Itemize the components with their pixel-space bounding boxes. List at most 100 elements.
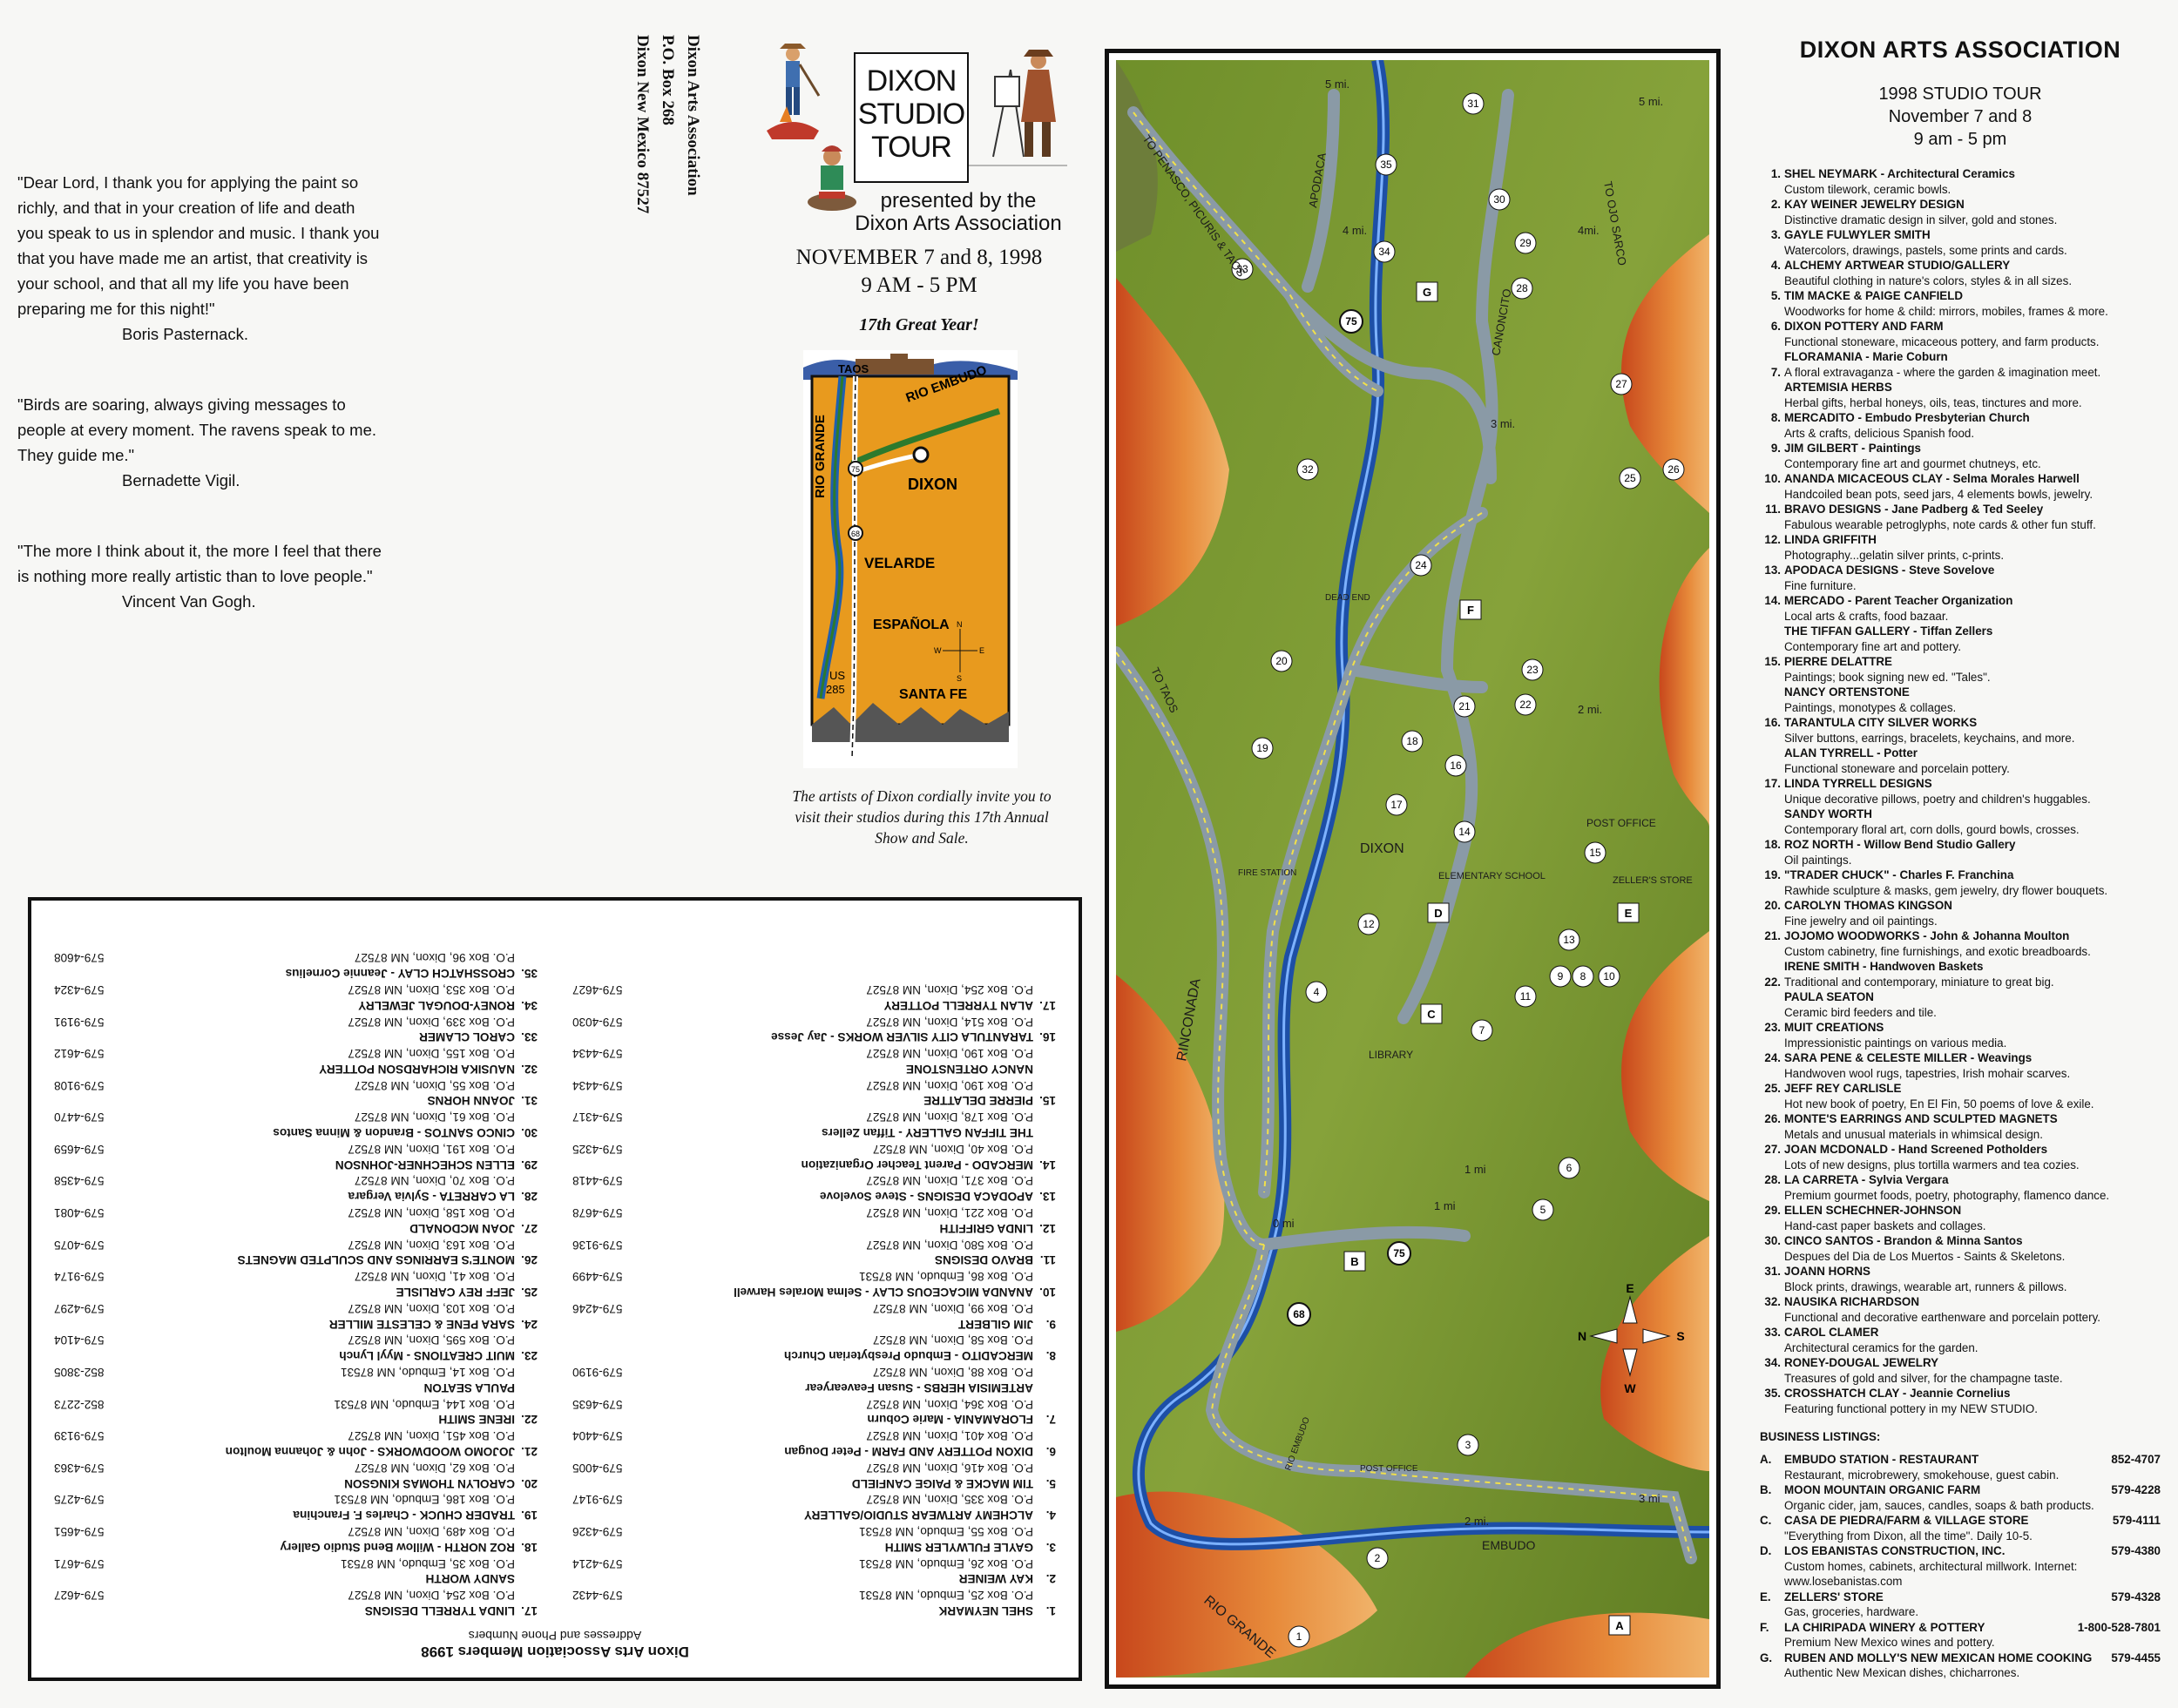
business-item: D.LOS EBANISTAS CONSTRUCTION, INC.579-43… bbox=[1760, 1543, 2161, 1590]
artist-description: Fine jewelry and oil paintings. bbox=[1784, 914, 1938, 928]
artist-description: Block prints, drawings, wearable art, ru… bbox=[1784, 1279, 2067, 1293]
business-name: RUBEN AND MOLLY'S NEW MEXICAN HOME COOKI… bbox=[1784, 1651, 2093, 1664]
artist-name: APODACA DESIGNS - Steve Sovelove bbox=[1784, 564, 1995, 577]
map-label: 2 mi. bbox=[1578, 703, 1602, 716]
member-phone: 579-4358 bbox=[54, 1174, 105, 1188]
member-phone: 579-4418 bbox=[572, 1174, 623, 1188]
map-label: POST OFFICE bbox=[1586, 817, 1656, 829]
svg-text:A: A bbox=[1615, 1619, 1624, 1632]
member-name: NANCY ORTENSTONE bbox=[905, 1062, 1033, 1076]
artist-name: NAUSIKA RICHARDSON bbox=[1784, 1295, 1919, 1308]
map-label: LIBRARY bbox=[1369, 1049, 1413, 1061]
business-letter: E. bbox=[1760, 1590, 1771, 1603]
member-phone: 579-9108 bbox=[54, 1078, 105, 1092]
member-phone: 852-2273 bbox=[54, 1397, 105, 1411]
member-name: ARTEMISIA HERBS - Susan Feavearyear bbox=[805, 1381, 1033, 1394]
member-entry: 18.ROZ NORTH - Willow Bend Studio Galler… bbox=[54, 1523, 538, 1555]
artist-name: ROZ NORTH - Willow Bend Studio Gallery bbox=[1784, 838, 2016, 851]
map-label: POST OFFICE bbox=[1360, 1464, 1418, 1474]
member-address: P.O. Box 70, Dixon, NM 87527 bbox=[354, 1174, 515, 1188]
member-phone: 579-9191 bbox=[54, 1015, 105, 1029]
member-name: ALCHEMY ARTWEAR STUDIO/GALLERY bbox=[803, 1509, 1033, 1522]
artist-description: Custom tilework, ceramic bowls. bbox=[1784, 182, 1951, 196]
artist-number: 34. bbox=[1764, 1356, 1781, 1369]
artist-description: Architectural ceramics for the garden. bbox=[1784, 1340, 1978, 1354]
artist-number: 14. bbox=[1764, 594, 1781, 607]
member-number: 14. bbox=[1039, 1158, 1056, 1171]
artist-number: 27. bbox=[1764, 1143, 1781, 1156]
svg-text:8: 8 bbox=[1580, 970, 1586, 982]
studio-marker-29: 29 bbox=[1514, 232, 1537, 254]
artist-name: JEFF REY CARLISLE bbox=[1784, 1082, 1902, 1095]
member-number: 30. bbox=[521, 1126, 538, 1140]
member-address: P.O. Box 96, Dixon, NM 87527 bbox=[354, 951, 515, 965]
member-number: 23. bbox=[521, 1349, 538, 1363]
presented-by: presented by the Dixon Arts Association bbox=[758, 190, 1080, 235]
member-phone: 579-4635 bbox=[572, 1397, 623, 1411]
member-phone: 579-4404 bbox=[572, 1429, 623, 1443]
tour-listing: DIXON ARTS ASSOCIATION 1998 STUDIO TOUR … bbox=[1760, 37, 2161, 1681]
member-number: 34. bbox=[521, 998, 538, 1012]
artist-name: MERCADO - Parent Teacher Organization bbox=[1784, 594, 2013, 607]
member-name: TARANTULA CITY SILVER WORKS - Jay Jesse bbox=[771, 1030, 1033, 1044]
artist-description: Fabulous wearable petroglyphs, note card… bbox=[1784, 517, 2096, 531]
time-line: 9 AM - 5 PM bbox=[861, 273, 977, 297]
mailing-line: Dixon New Mexico 87527 bbox=[633, 35, 652, 214]
studio-marker-4: 4 bbox=[1305, 981, 1328, 1003]
map-label: 3 mi. bbox=[1491, 417, 1515, 430]
member-entry: 26.MONTE'S EARRINGS AND SCULPTED MAGNETS… bbox=[54, 1237, 538, 1268]
artist-name: LINDA TYRRELL DESIGNS bbox=[1784, 777, 1932, 790]
business-letter: C. bbox=[1760, 1514, 1772, 1527]
member-number: 27. bbox=[521, 1221, 538, 1235]
member-name: LINDA TYRRELL DESIGNS bbox=[364, 1604, 515, 1617]
member-address: P.O. Box 190, Dixon, NM 87527 bbox=[866, 1078, 1033, 1092]
member-address: P.O. Box 40, Dixon, NM 87527 bbox=[872, 1142, 1033, 1156]
artist-description: Despues del Dia de Los Muertos - Saints … bbox=[1784, 1249, 2066, 1263]
artist-description: Traditional and contemporary, miniature … bbox=[1784, 975, 2054, 989]
artist-name: TARANTULA CITY SILVER WORKS bbox=[1784, 716, 1978, 729]
map-label: 5 mi. bbox=[1639, 95, 1663, 108]
member-entry: 30.CINCO SANTOS - Brandon & Minna Santos… bbox=[54, 1110, 538, 1141]
map-illustration: 31 35 30 29 28 34 33 27 26 25 32 24 20 2… bbox=[1116, 60, 1709, 1678]
artist-name: PIERRE DELATTRE bbox=[1784, 655, 1892, 668]
member-address: P.O. Box 190, Dixon, NM 87527 bbox=[866, 1047, 1033, 1061]
member-phone: 579-4275 bbox=[54, 1493, 105, 1507]
member-entry: 21.JOJOMO WOODWORKS - John & Johanna Mou… bbox=[54, 1428, 538, 1459]
artist-name: THE TIFFAN GALLERY - Tiffan Zellers bbox=[1784, 624, 1993, 638]
member-number: 12. bbox=[1039, 1221, 1056, 1235]
studio-marker-2: 2 bbox=[1366, 1547, 1389, 1570]
studio-marker-19: 19 bbox=[1251, 737, 1274, 759]
svg-text:28: 28 bbox=[1516, 282, 1528, 294]
association-title: DIXON ARTS ASSOCIATION bbox=[1799, 37, 2121, 63]
artist-description: Contemporary floral art, corn dolls, gou… bbox=[1784, 822, 2080, 836]
svg-text:23: 23 bbox=[1526, 664, 1539, 676]
member-name: SANDY WORTH bbox=[425, 1572, 515, 1586]
svg-text:B: B bbox=[1350, 1255, 1358, 1268]
tour-dates: November 7 and 8 bbox=[1888, 107, 2033, 126]
member-number: 21. bbox=[521, 1445, 538, 1459]
member-address: P.O. Box 25, Embudo, NM 87531 bbox=[859, 1589, 1033, 1603]
member-phone: 579-9174 bbox=[54, 1270, 105, 1284]
business-name: ZELLERS' STORE bbox=[1784, 1590, 1884, 1603]
artist-number: 23. bbox=[1764, 1021, 1781, 1034]
svg-text:21: 21 bbox=[1458, 700, 1471, 712]
artist-name: MONTE'S EARRINGS AND SCULPTED MAGNETS bbox=[1784, 1112, 2058, 1125]
studio-marker-23: 23 bbox=[1521, 658, 1544, 681]
member-phone: 579-4075 bbox=[54, 1238, 105, 1252]
member-number: 32. bbox=[521, 1062, 538, 1076]
